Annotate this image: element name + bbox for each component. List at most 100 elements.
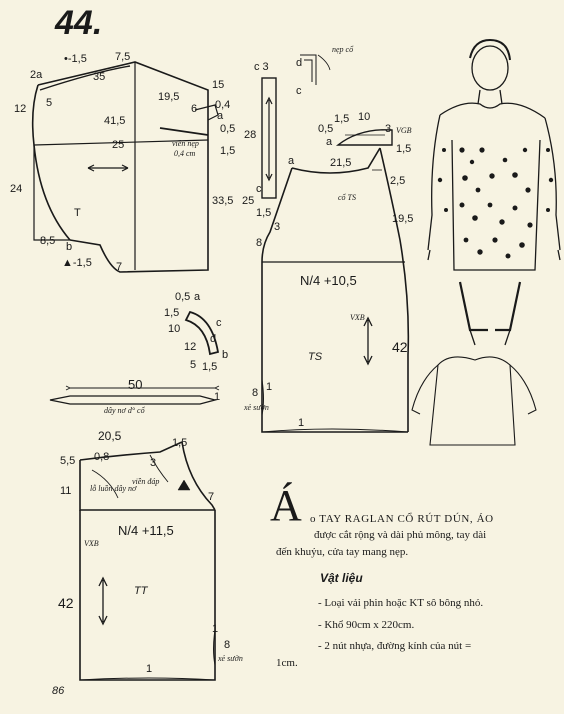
back-label: 1: [266, 381, 273, 393]
front-label: 42: [58, 595, 74, 611]
front-label: 11: [60, 485, 72, 497]
sleeve-label: 24: [10, 183, 23, 195]
strip-label: 50: [128, 377, 143, 392]
curve-label: 5: [190, 359, 197, 371]
sleeve-label: ▲-1,5: [62, 257, 92, 269]
curve-label: c: [216, 317, 222, 329]
front-label: 3: [150, 457, 157, 469]
sleeve-label: 12: [14, 103, 27, 115]
curve-label: d: [210, 333, 217, 345]
back-label: 42: [392, 339, 408, 355]
strip-c-label: 28: [244, 129, 257, 141]
back-label: 8: [256, 237, 263, 249]
small-curve-pattern: [184, 310, 220, 356]
sleeve-label: 41,5: [104, 115, 126, 127]
page-number: 86: [52, 685, 65, 697]
sleeve-label: 0,4: [215, 99, 231, 111]
front-note: VXB: [84, 539, 99, 548]
front-note: xẻ sườn: [218, 654, 243, 663]
sleeve-note: 0,4 cm: [174, 149, 196, 158]
front-label: 20,5: [98, 429, 122, 443]
strip-c-label: 25: [242, 195, 255, 207]
sleeve-label: •-1,5: [64, 53, 87, 65]
curve-label: 1,5: [202, 361, 218, 373]
model-illustration: [411, 38, 561, 446]
back-label: 8: [252, 387, 259, 399]
front-pattern: [79, 441, 216, 681]
back-note: xẻ sườn: [244, 403, 269, 412]
front-label: 1: [212, 623, 219, 635]
neck-note: nẹp cổ: [332, 45, 354, 54]
sleeve-label: 35: [93, 71, 106, 83]
sleeve-label: b: [66, 241, 73, 253]
neck-label: 1,5: [396, 143, 412, 155]
back-label: 3: [274, 221, 281, 233]
strip-c-label: c 3: [254, 61, 269, 73]
sleeve-label: 15: [212, 79, 225, 91]
tie-strip: [49, 385, 220, 405]
back-formula: N/4 +10,5: [300, 273, 357, 288]
front-formula: N/4 +11,5: [118, 523, 174, 538]
curve-label: a: [194, 291, 201, 303]
neck-label: 1,5: [334, 113, 350, 125]
strip-c: [261, 54, 331, 199]
materials-item: - Loại vải phin hoặc KT sô bông nhỏ.: [318, 597, 484, 609]
front-note: lỗ luồn dây nơ: [90, 484, 137, 493]
sleeve-label: a: [217, 110, 224, 122]
sleeve-label: 1,5: [220, 145, 236, 157]
curve-label: b: [222, 349, 229, 361]
materials-item: 1cm.: [276, 657, 298, 669]
sleeve-label: T: [74, 207, 81, 219]
neck-note: VGB: [396, 126, 412, 135]
neck-label: 0,5: [318, 123, 334, 135]
front-label: 1: [146, 663, 153, 675]
back-label: 1: [298, 417, 305, 429]
curve-label: 12: [184, 341, 197, 353]
neck-label: c: [296, 85, 302, 97]
front-note: viền đáp: [132, 477, 160, 486]
back-label: a: [288, 155, 295, 167]
sleeve-label: 0,5: [220, 123, 236, 135]
sleeve-label: 19,5: [158, 91, 180, 103]
description-line-3: đến khuỷu, cửa tay mang nẹp.: [276, 546, 409, 558]
front-label: 7: [208, 491, 215, 503]
strip-c-label: 1,5: [256, 207, 272, 219]
pattern-number: 44.: [55, 4, 103, 42]
sleeve-label: 33,5: [212, 195, 234, 207]
sleeve-label: 7,5: [115, 51, 131, 63]
back-label: 19,5: [392, 213, 414, 225]
curve-label: 0,5: [175, 291, 191, 303]
sleeve-label: 7: [116, 261, 123, 273]
front-label: 1,5: [172, 437, 188, 449]
back-pattern: [261, 147, 410, 433]
neck-label: 3: [385, 123, 392, 135]
neck-label: a: [326, 136, 333, 148]
back-note: cổ TS: [338, 193, 356, 202]
materials-item: - Khổ 90cm x 220cm.: [318, 619, 415, 631]
strip-c-label: c: [256, 183, 262, 195]
strip-note: dây nơ d° cổ: [104, 406, 145, 415]
front-label: 5,5: [60, 455, 76, 467]
front-label: TT: [134, 585, 148, 597]
dropcap: Á: [270, 481, 302, 530]
curve-label: 1,5: [164, 307, 180, 319]
description-line-1: o TAY RAGLAN CỔ RÚT DÚN, ÁO: [310, 513, 494, 525]
strip-label: 1: [214, 391, 221, 403]
sleeve-label: 2a: [30, 69, 43, 81]
back-note: VXB: [350, 313, 365, 322]
neck-label: d: [296, 57, 303, 69]
front-label: 0,8: [94, 451, 110, 463]
sleeve-label: 8,5: [40, 235, 56, 247]
sleeve-label: 5: [46, 97, 53, 109]
sleeve-label: 25: [112, 139, 125, 151]
neck-label: 10: [358, 111, 371, 123]
sleeve-label: 6: [191, 103, 198, 115]
materials-heading: Vật liệu: [320, 571, 363, 585]
sleeve-note: viền nẹp: [172, 139, 199, 148]
sleeve-pattern: [31, 61, 219, 273]
curve-label: 10: [168, 323, 181, 335]
back-label: 21,5: [330, 157, 352, 169]
front-label: 8: [224, 639, 231, 651]
